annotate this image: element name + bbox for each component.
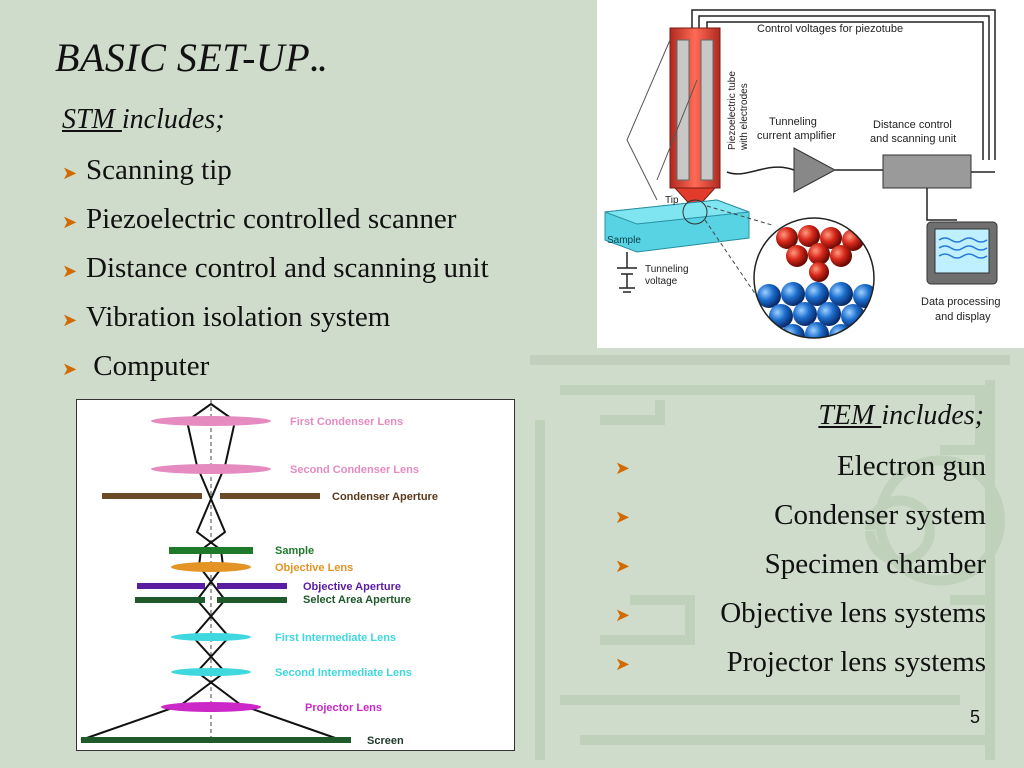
first-intermediate-label: First Intermediate Lens [275,632,396,644]
distance-control-label-2: and scanning unit [870,133,956,145]
stm-suffix: includes; [121,104,225,135]
arrow-bullet-icon: ➤ [62,212,78,232]
stm-schematic: Control voltages for piezotube Piezoelec… [597,0,1024,348]
stm-label: STM [62,104,122,135]
stm-heading: STM includes; [62,104,225,136]
arrow-bullet-icon: ➤ [614,654,630,674]
tem-schematic-drawing: First Condenser Lens Second Condenser Le… [80,400,438,747]
arrow-bullet-icon: ➤ [614,458,630,478]
tem-components-list: ➤ Electron gun ➤ Condenser system ➤ Specime… [600,449,986,694]
list-item: ➤ Electron gun [600,449,986,498]
sample-label: Sample [275,545,314,557]
tem-label: TEM [818,400,882,431]
list-item: ➤ Distance control and scanning unit [62,251,489,300]
second-condenser-label: Second Condenser Lens [290,464,419,476]
sample-bar [169,547,253,554]
tem-suffix: includes; [881,400,984,431]
item-text: Vibration isolation system [86,301,391,333]
stm-schematic-drawing: Control voltages for piezotube Piezoelec… [604,9,1001,339]
item-text: Projector lens systems [726,646,986,678]
projector-lens-label: Projector Lens [305,702,382,714]
list-item: ➤ Objective lens systems [600,596,986,645]
amplifier-label-2: current amplifier [757,130,836,142]
item-text: Distance control and scanning unit [86,252,489,284]
tem-schematic: First Condenser Lens Second Condenser Le… [76,399,515,751]
list-item: ➤ Condenser system [600,498,986,547]
stm-components-list: ➤ Scanning tip ➤ Piezoelectric controlled … [62,153,489,398]
atom-closeup [754,218,874,338]
item-text: Computer [86,350,210,382]
tem-heading: TEM includes; [818,400,984,432]
item-text: Piezoelectric controlled scanner [86,203,457,235]
slide-title: BASIC SET-UP.. [55,34,326,81]
control-voltages-label: Control voltages for piezotube [757,23,903,35]
piezo-tube-label-1: Piezoelectric tube [727,71,738,150]
first-condenser-lens-shape [151,416,271,426]
list-item: ➤ Computer [62,349,489,398]
arrow-bullet-icon: ➤ [62,310,78,330]
list-item: ➤ Vibration isolation system [62,300,489,349]
screen-label: Screen [367,735,404,747]
distance-control-label-1: Distance control [873,119,952,131]
arrow-bullet-icon: ➤ [614,605,630,625]
tip-label: Tip [665,195,679,206]
item-text: Condenser system [774,499,986,531]
arrow-bullet-icon: ➤ [62,261,78,281]
screen-bar [81,737,351,743]
item-text: Scanning tip [86,154,232,186]
list-item: ➤ Specimen chamber [600,547,986,596]
arrow-bullet-icon: ➤ [62,163,78,183]
list-item: ➤ Piezoelectric controlled scanner [62,202,489,251]
list-item: ➤ Projector lens systems [600,645,986,694]
first-condenser-label: First Condenser Lens [290,416,403,428]
list-item: ➤ Scanning tip [62,153,489,202]
data-processing-label-1: Data processing [921,296,1001,308]
tunneling-voltage-label-2: voltage [645,276,678,287]
title-text: BASIC SET-UP [55,35,311,80]
objective-aperture-label: Objective Aperture [303,581,401,593]
page-number: 5 [969,707,980,727]
data-processing-label-2: and display [935,311,991,323]
item-text: Objective lens systems [720,597,986,629]
objective-lens-label: Objective Lens [275,562,353,574]
condenser-aperture-label: Condenser Aperture [332,491,438,503]
second-condenser-lens-shape [151,464,271,474]
amplifier-label-1: Tunneling [769,116,817,128]
title-suffix: .. [310,45,327,78]
second-intermediate-label: Second Intermediate Lens [275,667,412,679]
arrow-bullet-icon: ➤ [614,556,630,576]
item-text: Electron gun [837,450,986,482]
arrow-bullet-icon: ➤ [62,359,78,379]
item-text: Specimen chamber [764,548,986,580]
tunneling-voltage-label-1: Tunneling [645,264,689,275]
sample-label: Sample [607,235,641,246]
select-area-aperture-label: Select Area Aperture [303,594,411,606]
arrow-bullet-icon: ➤ [614,507,630,527]
piezo-tube-label-2: with electrodes [739,83,750,151]
